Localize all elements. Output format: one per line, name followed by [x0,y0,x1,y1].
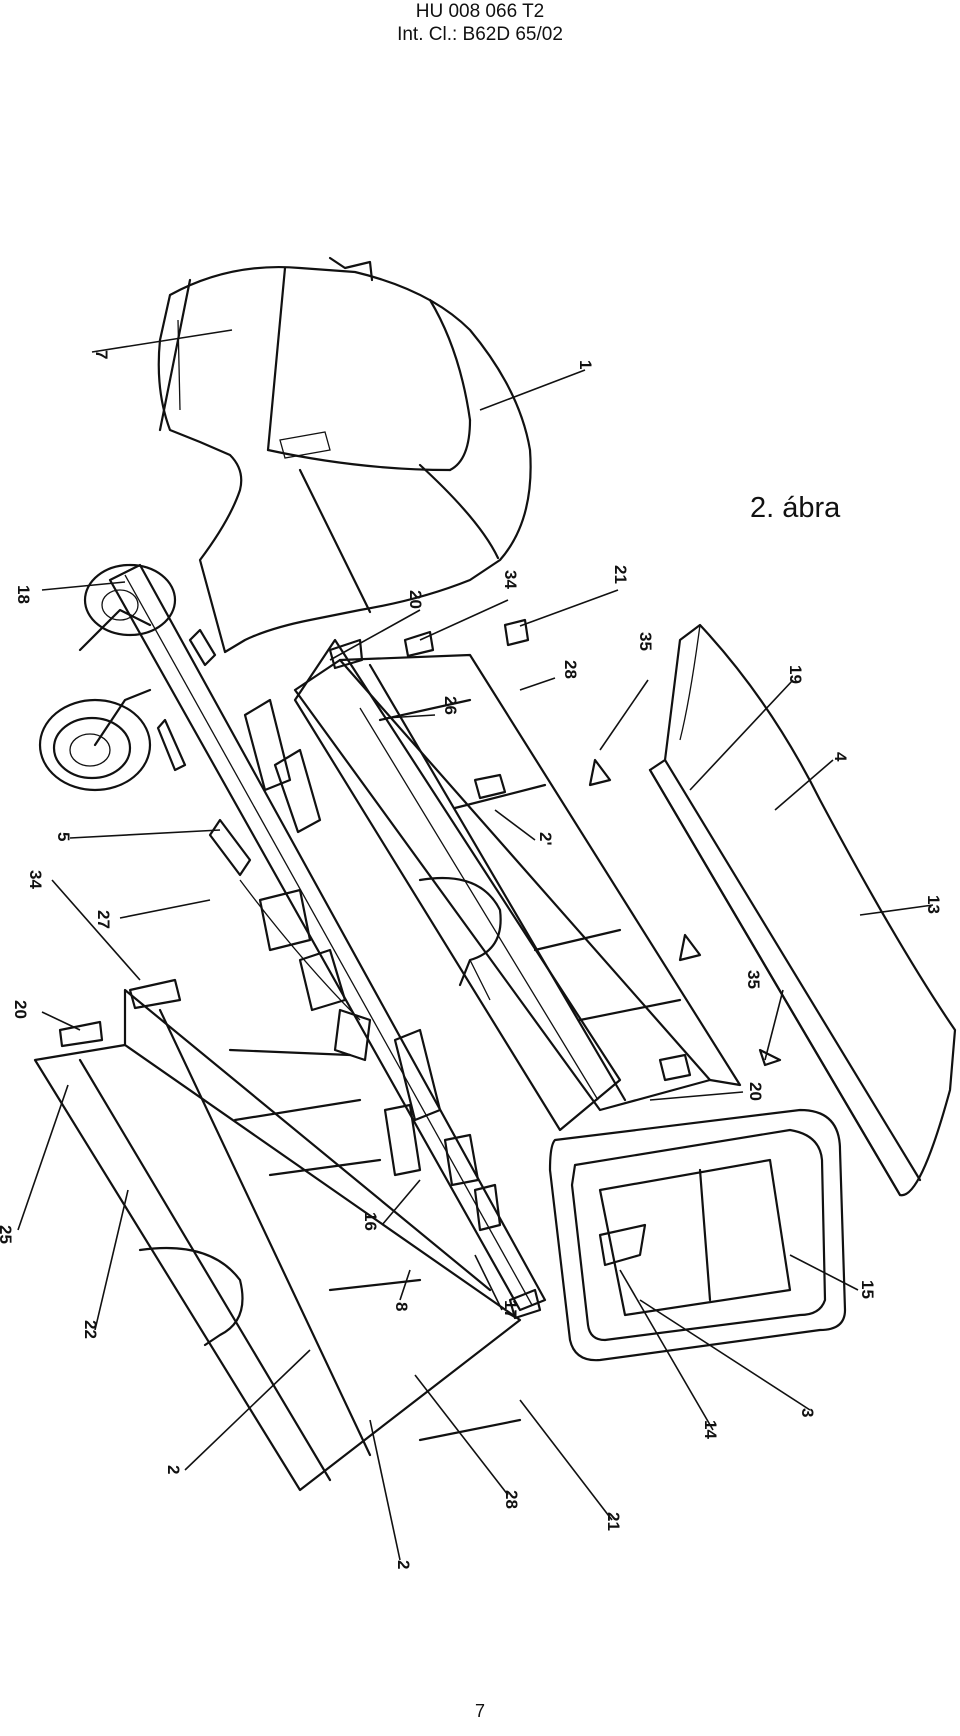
label-8: 8 [392,1302,411,1311]
label-35-b: 35 [744,970,763,989]
rear-door-frame [548,1108,847,1362]
figure-title: 2. ábra [750,492,841,524]
wheel-rear [83,563,177,637]
reference-numerals: 7 1 18 20 34 21 35 28 26 19 2' 4 5 34 27… [0,350,943,1569]
label-28-b: 28 [502,1490,521,1509]
label-7: 7 [92,350,111,359]
label-34-b: 34 [26,870,45,889]
label-20-b: 20 [746,1082,765,1101]
front-cab-shell [157,256,532,654]
label-21-a: 21 [611,565,630,584]
page-number: 7 [474,1701,485,1721]
label-35-a: 35 [636,632,655,651]
roof-panel [648,623,957,1197]
label-25: 25 [0,1225,15,1244]
label-20-a: 20 [406,590,425,609]
label-13: 13 [924,895,943,914]
wheel-front [38,698,152,792]
label-28-a: 28 [561,660,580,679]
label-19: 19 [786,665,805,684]
label-20-c: 20 [11,1000,30,1019]
label-26: 26 [441,696,460,715]
document-header: HU 008 066 T2 Int. Cl.: B62D 65/02 [0,0,960,46]
leader-lines [17,329,934,1561]
floor-panel [293,638,622,1132]
label-2-prime: 2' [536,832,555,846]
label-16: 16 [361,1212,380,1231]
label-21-b: 21 [604,1512,623,1531]
label-14: 14 [701,1420,720,1439]
label-27: 27 [94,910,113,929]
label-4: 4 [831,752,850,762]
label-17: 17 [501,1300,520,1319]
classification: Int. Cl.: B62D 65/02 [397,24,563,45]
label-18: 18 [14,585,33,604]
label-15: 15 [858,1280,877,1299]
label-34-a: 34 [501,570,520,589]
label-3: 3 [798,1408,817,1417]
label-22: 22 [81,1320,100,1339]
label-5: 5 [54,832,73,841]
label-2-c: 2 [394,1560,413,1569]
label-2-b: 2 [164,1465,183,1474]
label-1: 1 [576,360,595,369]
left-side-wall [33,978,542,1492]
patent-number: HU 008 066 T2 [415,1,545,22]
right-side-wall [293,618,782,1112]
chassis-frame [38,563,547,1312]
